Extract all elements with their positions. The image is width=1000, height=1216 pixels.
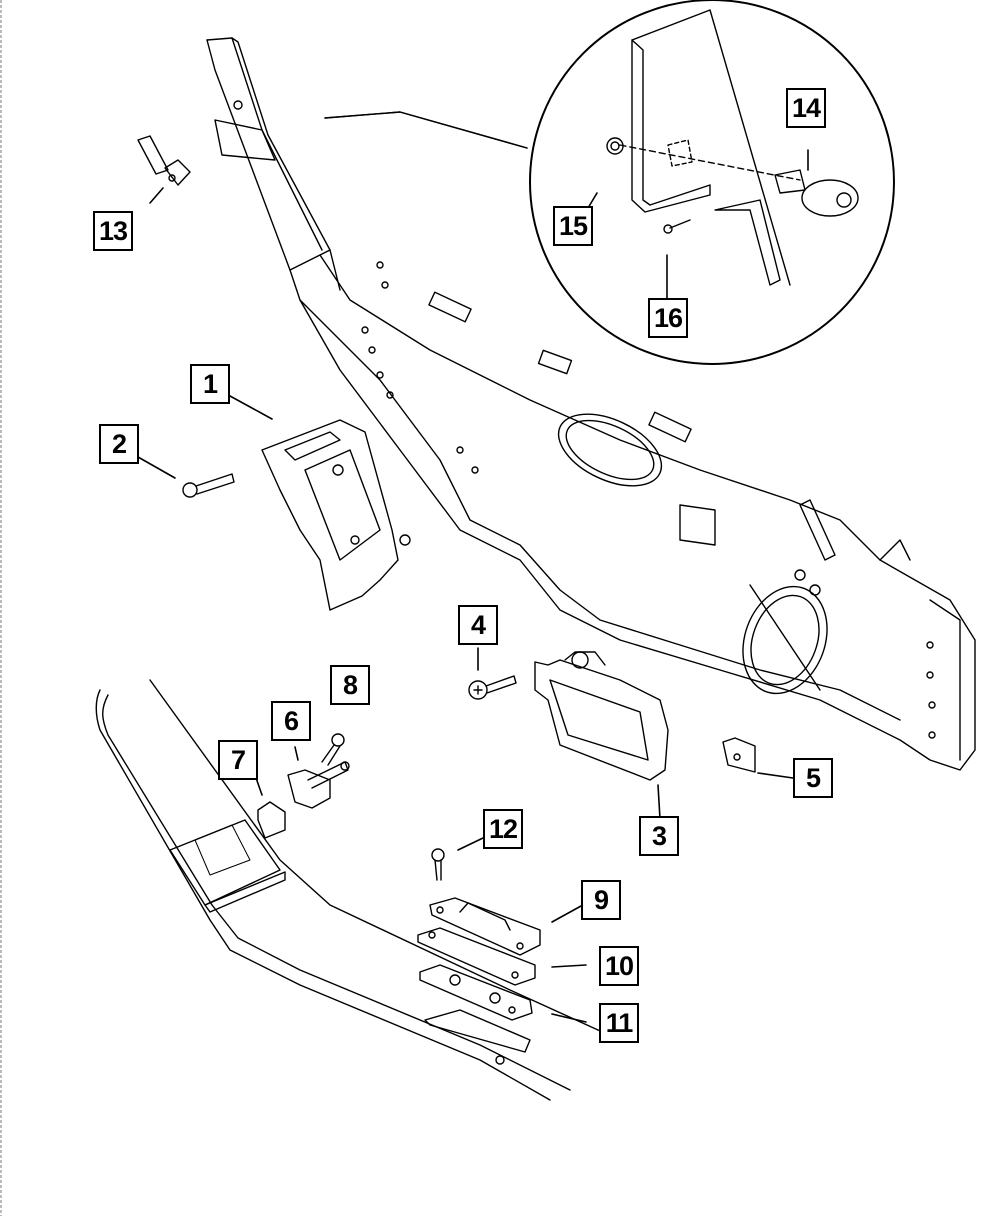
part-9-plate xyxy=(429,897,541,956)
door-sill xyxy=(95,679,621,1101)
callout-2: 2 xyxy=(99,424,139,464)
part-4-screw xyxy=(468,675,517,700)
part-5-clip xyxy=(722,737,756,773)
part-8-screw xyxy=(321,733,345,766)
callout-12: 12 xyxy=(483,809,523,849)
callout-13: 13 xyxy=(93,211,133,251)
callout-6: 6 xyxy=(271,701,311,741)
callout-14: 14 xyxy=(786,88,826,128)
callout-5: 5 xyxy=(793,758,833,798)
callout-4: 4 xyxy=(458,605,498,645)
door-frame-pillar xyxy=(206,37,341,291)
callout-16: 16 xyxy=(648,298,688,338)
part-13-bracket-clip xyxy=(137,135,191,186)
callout-3: 3 xyxy=(639,816,679,856)
part-12-screw xyxy=(431,848,445,881)
callout-1: 1 xyxy=(190,364,230,404)
part-6-striker xyxy=(287,761,350,809)
callout-10: 10 xyxy=(599,946,639,986)
callout-7: 7 xyxy=(218,740,258,780)
callout-15: 15 xyxy=(553,206,593,246)
detail-leader xyxy=(324,111,528,149)
door-inner-panel xyxy=(289,111,976,771)
part-10-gasket xyxy=(417,927,536,986)
part-7-shim xyxy=(257,801,286,839)
detail-view xyxy=(529,0,895,365)
page-edge xyxy=(0,0,2,1216)
callout-9: 9 xyxy=(581,880,621,920)
part-3-handle xyxy=(534,651,669,781)
part-1-latch xyxy=(261,419,411,611)
callout-11: 11 xyxy=(599,1003,639,1043)
callout-8: 8 xyxy=(330,665,370,705)
part-11-backing xyxy=(419,964,533,1021)
part-2-screw xyxy=(182,473,235,498)
